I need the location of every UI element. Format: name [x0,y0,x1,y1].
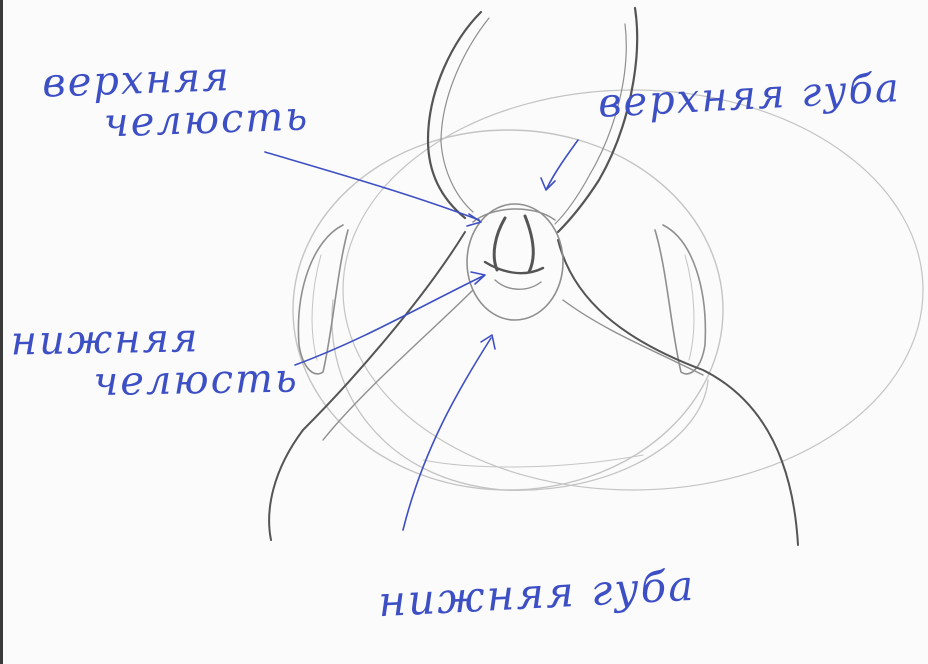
upper-jaw-left [494,218,505,270]
lower-lip-contour [495,280,541,289]
leader-lower-lip [403,338,491,530]
body-outline-right [558,240,798,545]
label-lower-jaw: нижняя челюсть [10,315,299,404]
construction-circle-large [343,90,923,490]
leader-upper-lip-arrowhead [541,178,555,190]
head-lower-hatch [423,455,643,467]
head-lower-contour [332,300,708,490]
body-inner-right [563,300,703,375]
leader-upper-lip [547,140,578,188]
leader-upper-jaw [265,152,479,220]
left-antenna-outer [428,12,481,218]
right-eye-shading [685,255,694,360]
upper-jaw-right [525,216,533,272]
label-lower-jaw-line2: челюсть [11,357,299,404]
head-outline [293,130,723,490]
label-upper-jaw: верхняя челюсть [42,53,310,146]
left-antenna-inner [441,18,489,212]
left-eye-shading [312,255,321,360]
leader-lower-jaw [295,276,483,365]
body-inner-left [323,290,473,440]
